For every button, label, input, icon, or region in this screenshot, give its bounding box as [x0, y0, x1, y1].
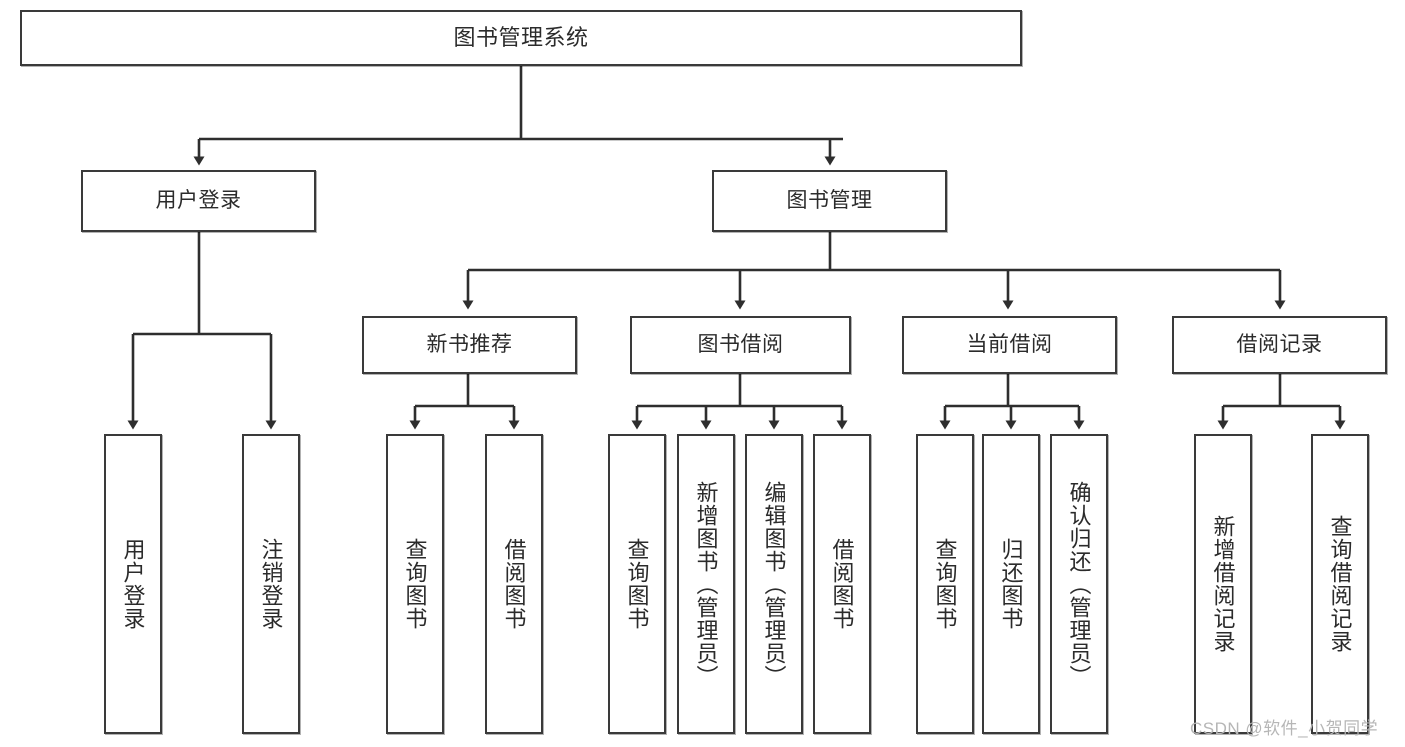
- node-user-login[interactable]: 用户登录: [81, 170, 316, 232]
- node-new-book-recommend[interactable]: 新书推荐: [362, 316, 577, 374]
- node-leaf-add-record-label: 新增借阅记录: [1210, 515, 1236, 653]
- node-leaf-query-book-1[interactable]: 查询图书: [386, 434, 444, 734]
- node-leaf-borrow-book-2[interactable]: 借阅图书: [813, 434, 871, 734]
- node-leaf-borrow-book-1-label: 借阅图书: [501, 538, 527, 630]
- node-leaf-user-login-label: 用户登录: [120, 538, 146, 630]
- node-leaf-logout-login-label: 注销登录: [258, 538, 284, 630]
- node-book-borrow[interactable]: 图书借阅: [630, 316, 851, 374]
- node-leaf-return-book-label: 归还图书: [998, 538, 1024, 630]
- node-user-login-label: 用户登录: [155, 188, 242, 212]
- node-leaf-add-book[interactable]: 新增图书（管理员）: [677, 434, 735, 734]
- node-leaf-borrow-book-2-label: 借阅图书: [829, 538, 855, 630]
- node-root-system-label: 图书管理系统: [453, 25, 589, 51]
- node-root-system[interactable]: 图书管理系统: [20, 10, 1022, 66]
- node-book-borrow-label: 图书借阅: [697, 332, 784, 356]
- node-leaf-query-record[interactable]: 查询借阅记录: [1311, 434, 1369, 734]
- node-leaf-query-book-2-label: 查询图书: [624, 538, 650, 630]
- node-leaf-user-login[interactable]: 用户登录: [104, 434, 162, 734]
- node-leaf-query-book-3[interactable]: 查询图书: [916, 434, 974, 734]
- node-leaf-confirm-return[interactable]: 确认归还（管理员）: [1050, 434, 1108, 734]
- watermark-text: CSDN @软件_小贺同学: [1190, 719, 1379, 738]
- node-leaf-query-record-label: 查询借阅记录: [1327, 515, 1353, 653]
- node-book-management[interactable]: 图书管理: [712, 170, 947, 232]
- node-leaf-return-book[interactable]: 归还图书: [982, 434, 1040, 734]
- node-leaf-confirm-return-label: 确认归还（管理员）: [1066, 480, 1092, 688]
- node-current-borrow-label: 当前借阅: [966, 332, 1053, 356]
- node-leaf-edit-book-label: 编辑图书（管理员）: [761, 480, 787, 688]
- node-leaf-query-book-1-label: 查询图书: [402, 538, 428, 630]
- node-leaf-add-record[interactable]: 新增借阅记录: [1194, 434, 1252, 734]
- node-leaf-edit-book[interactable]: 编辑图书（管理员）: [745, 434, 803, 734]
- node-current-borrow[interactable]: 当前借阅: [902, 316, 1117, 374]
- node-leaf-borrow-book-1[interactable]: 借阅图书: [485, 434, 543, 734]
- node-book-management-label: 图书管理: [786, 188, 873, 212]
- node-borrow-record[interactable]: 借阅记录: [1172, 316, 1387, 374]
- node-new-book-recommend-label: 新书推荐: [426, 332, 513, 356]
- node-borrow-record-label: 借阅记录: [1236, 332, 1323, 356]
- node-leaf-query-book-2[interactable]: 查询图书: [608, 434, 666, 734]
- node-leaf-add-book-label: 新增图书（管理员）: [693, 480, 719, 688]
- node-leaf-logout-login[interactable]: 注销登录: [242, 434, 300, 734]
- node-leaf-query-book-3-label: 查询图书: [932, 538, 958, 630]
